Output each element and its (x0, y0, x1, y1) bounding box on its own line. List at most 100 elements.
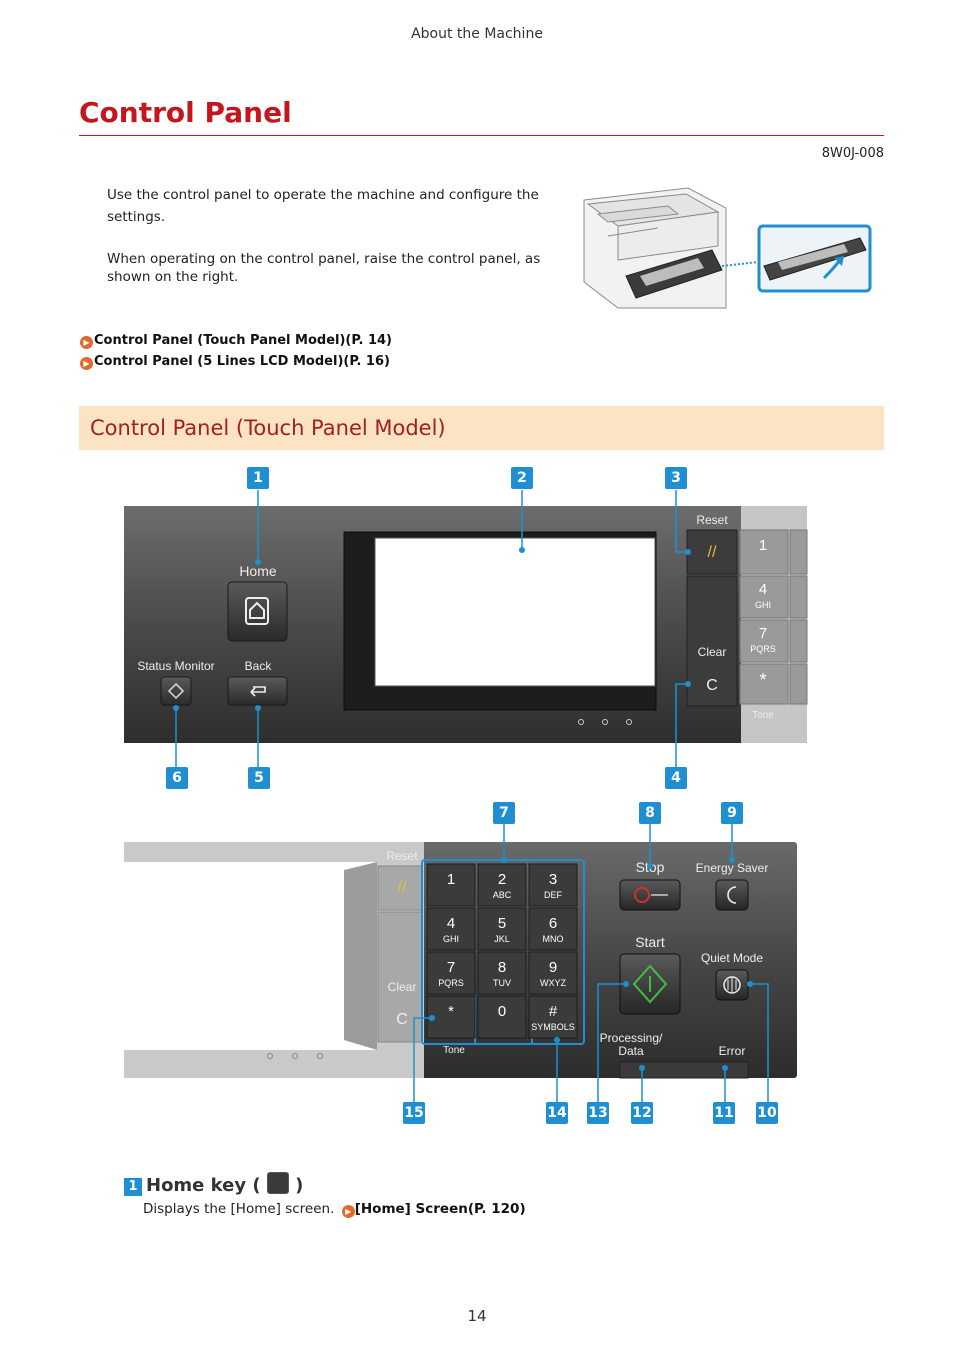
section-title: Control Panel (Touch Panel Model) (90, 416, 446, 440)
callout-12: 12 (631, 1102, 653, 1124)
quiet-mode-label: Quiet Mode (701, 951, 763, 965)
key-letters: WXYZ (540, 978, 567, 988)
callout-1: 1 (247, 467, 269, 489)
status-monitor-icon (167, 682, 185, 700)
key-letters: SYMBOLS (531, 1022, 575, 1032)
key-digit: 1 (759, 537, 767, 554)
callout-15: 15 (403, 1102, 425, 1124)
key-letters: GHI (755, 600, 771, 610)
clear-label: Clear (388, 980, 417, 994)
link-5-lines-lcd-model[interactable]: ▶Control Panel (5 Lines LCD Model)(P. 16… (80, 354, 390, 370)
key-digit: * (759, 670, 766, 690)
start-icon (632, 964, 668, 1004)
arrow-right-icon: ▶ (80, 357, 93, 370)
control-panel-diagram-top: Home Status Monitor Back Reset // Clear … (124, 490, 808, 776)
home-key-desc-text: Displays the [Home] screen. (143, 1201, 335, 1217)
data-label: Data (618, 1044, 644, 1058)
start-label: Start (635, 934, 665, 950)
key-digit: 0 (498, 1003, 506, 1020)
tone-label: Tone (443, 1045, 465, 1056)
keypad-key[interactable] (426, 907, 476, 951)
key-digit: 4 (759, 581, 767, 598)
key-digit: 1 (447, 871, 455, 888)
home-icon (266, 1172, 289, 1194)
keypad-key[interactable] (477, 863, 527, 907)
link-text: Control Panel (Touch Panel Model)(P. 14) (94, 333, 392, 348)
callout-6: 6 (166, 767, 188, 789)
key-digit: * (448, 1003, 454, 1020)
error-label: Error (719, 1044, 746, 1058)
processing-label: Processing/ (600, 1031, 663, 1045)
title-divider (79, 135, 884, 136)
tone-label: Tone (752, 710, 774, 721)
callout-9: 9 (721, 802, 743, 824)
status-monitor-label: Status Monitor (137, 659, 214, 673)
key-digit: 8 (498, 959, 506, 976)
intro-paragraph-2: When operating on the control panel, rai… (107, 251, 541, 285)
callout-11: 11 (713, 1102, 735, 1124)
intro-paragraph-1: Use the control panel to operate the mac… (107, 187, 539, 225)
key-digit: 9 (549, 959, 557, 976)
reset-label: Reset (696, 513, 728, 527)
home-icon (245, 597, 269, 625)
key-digit: 7 (759, 625, 767, 642)
key-letters: JKL (494, 934, 510, 944)
keypad-key[interactable] (426, 951, 476, 995)
key-letters: DEF (544, 890, 563, 900)
home-key-title-suffix: ) (295, 1175, 304, 1196)
callout-7: 7 (493, 802, 515, 824)
keypad-key[interactable] (528, 951, 578, 995)
key-digit: 5 (498, 915, 506, 932)
keypad-key[interactable] (528, 907, 578, 951)
clear-icon: C (396, 1011, 408, 1028)
key-letters: PQRS (438, 978, 464, 988)
page-title: Control Panel (79, 96, 292, 129)
back-label: Back (245, 659, 273, 673)
page-number: 14 (467, 1307, 487, 1325)
running-header: About the Machine (411, 26, 543, 42)
callout-3: 3 (665, 467, 687, 489)
callout-14: 14 (546, 1102, 568, 1124)
clear-icon: C (706, 677, 718, 694)
key-digit: 3 (549, 871, 557, 888)
keypad-key[interactable] (477, 951, 527, 995)
reset-icon: // (398, 879, 407, 896)
key-digit: 2 (498, 871, 506, 888)
keypad-key[interactable] (426, 863, 476, 907)
heading-number-badge: 1 (124, 1178, 142, 1196)
keypad-key[interactable] (477, 907, 527, 951)
arrow-right-icon: ▶ (80, 336, 93, 349)
key-digit: 6 (549, 915, 557, 932)
keypad-key[interactable] (528, 995, 578, 1039)
stop-icon (634, 887, 650, 903)
key-digit: 4 (447, 915, 455, 932)
keypad-key[interactable] (528, 863, 578, 907)
home-key-description: Displays the [Home] screen. ▶[Home] Scre… (143, 1201, 526, 1218)
moon-icon (727, 886, 737, 904)
key-letters: MNO (543, 934, 564, 944)
energy-saver-label: Energy Saver (696, 861, 769, 875)
document-id: 8W0J-008 (821, 146, 884, 161)
arrow-right-icon: ▶ (341, 1205, 355, 1218)
link-touch-panel-model[interactable]: ▶Control Panel (Touch Panel Model)(P. 14… (80, 333, 392, 349)
reset-label: Reset (386, 849, 418, 863)
callout-4: 4 (665, 767, 687, 789)
quiet-mode-icon (723, 976, 741, 994)
link-text: Control Panel (5 Lines LCD Model)(P. 16) (94, 354, 390, 369)
key-digit: # (549, 1003, 558, 1020)
home-key-title-prefix: Home key ( (146, 1175, 261, 1196)
keypad-key[interactable] (426, 995, 476, 1039)
callout-10: 10 (756, 1102, 778, 1124)
keypad-key[interactable] (477, 995, 527, 1039)
key-digit: 7 (447, 959, 455, 976)
key-letters: PQRS (750, 644, 776, 654)
section-heading-band (79, 406, 884, 450)
link-home-screen[interactable]: ▶[Home] Screen(P. 120) (339, 1201, 526, 1218)
callout-13: 13 (587, 1102, 609, 1124)
callout-2: 2 (511, 467, 533, 489)
home-label: Home (239, 563, 277, 579)
key-letters: TUV (493, 978, 511, 988)
